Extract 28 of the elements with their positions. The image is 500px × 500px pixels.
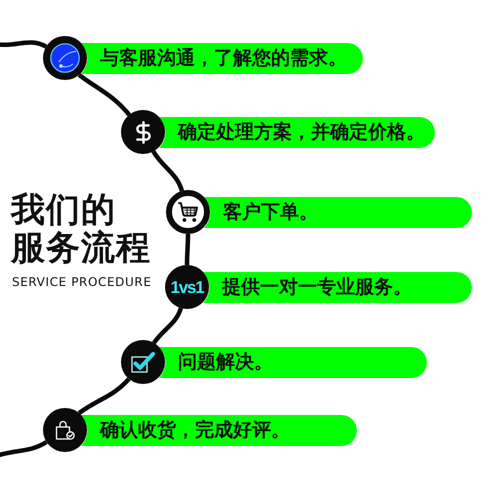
arc-line [151,150,184,192]
arc-line [0,440,48,458]
step-text: 与客服沟通，了解您的需求。 [100,48,347,68]
step-circle [121,340,165,384]
step-bar [81,414,357,446]
step-circle [166,190,210,234]
step-text: 提供一对一专业服务。 [222,276,412,298]
step-text: 问题解决。 [178,352,273,372]
circle-label: 1vs1 [170,278,204,296]
step-bar [204,196,472,228]
step-circle [43,408,87,452]
step-text: 客户下单。 [223,202,318,222]
step-circle [43,36,87,80]
subtitle-text: SERVICE PROCEDURE [12,275,152,289]
diagram-title: 我们的服务流程 [11,191,152,267]
arc-line [78,73,131,116]
step-circle [121,110,165,154]
step-bar [81,42,363,74]
step-text: 确认收货，完成好评。 [100,420,290,440]
arc-line [0,40,48,49]
step-bar [159,346,427,378]
step-circle [165,265,209,309]
arc-line [152,307,184,344]
arc-line [184,234,190,266]
arc-line [78,377,131,415]
step-text: 确定处理方案，并确定价格。 [178,122,425,142]
step-bar [159,116,435,148]
step-bar [203,272,472,302]
